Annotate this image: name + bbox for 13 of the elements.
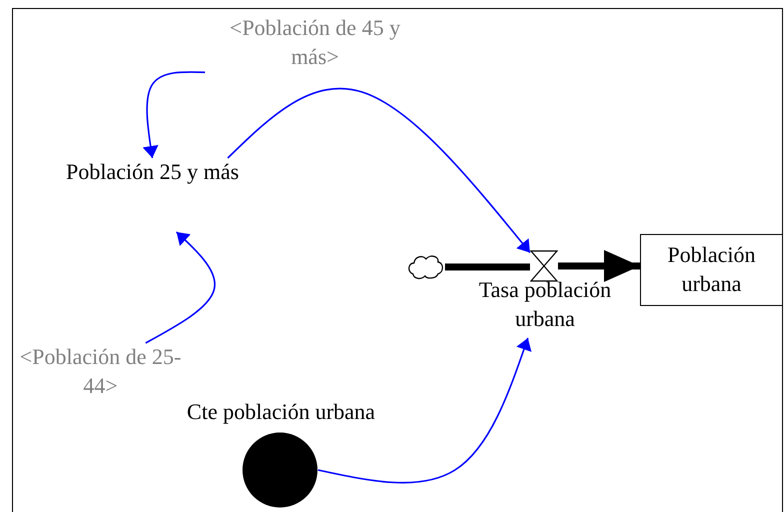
flow-pipe	[445, 264, 530, 270]
shadow-variable-label: <Población de 25-44>	[18, 343, 182, 400]
variable-label: Población 25 y más	[65, 158, 240, 186]
stock-box	[640, 234, 783, 306]
causal-arrow	[227, 88, 531, 254]
causal-arrow	[145, 231, 216, 344]
causal-arrow	[318, 338, 532, 484]
variable-label: Tasa población urbana	[478, 276, 612, 333]
variable-label: Cte población urbana	[186, 398, 376, 426]
causal-arrow	[142, 71, 206, 158]
flow-pipe	[558, 250, 640, 282]
shadow-variable-label: <Población de 45 y más>	[228, 14, 402, 71]
stock-label: Población urbana	[666, 241, 756, 298]
